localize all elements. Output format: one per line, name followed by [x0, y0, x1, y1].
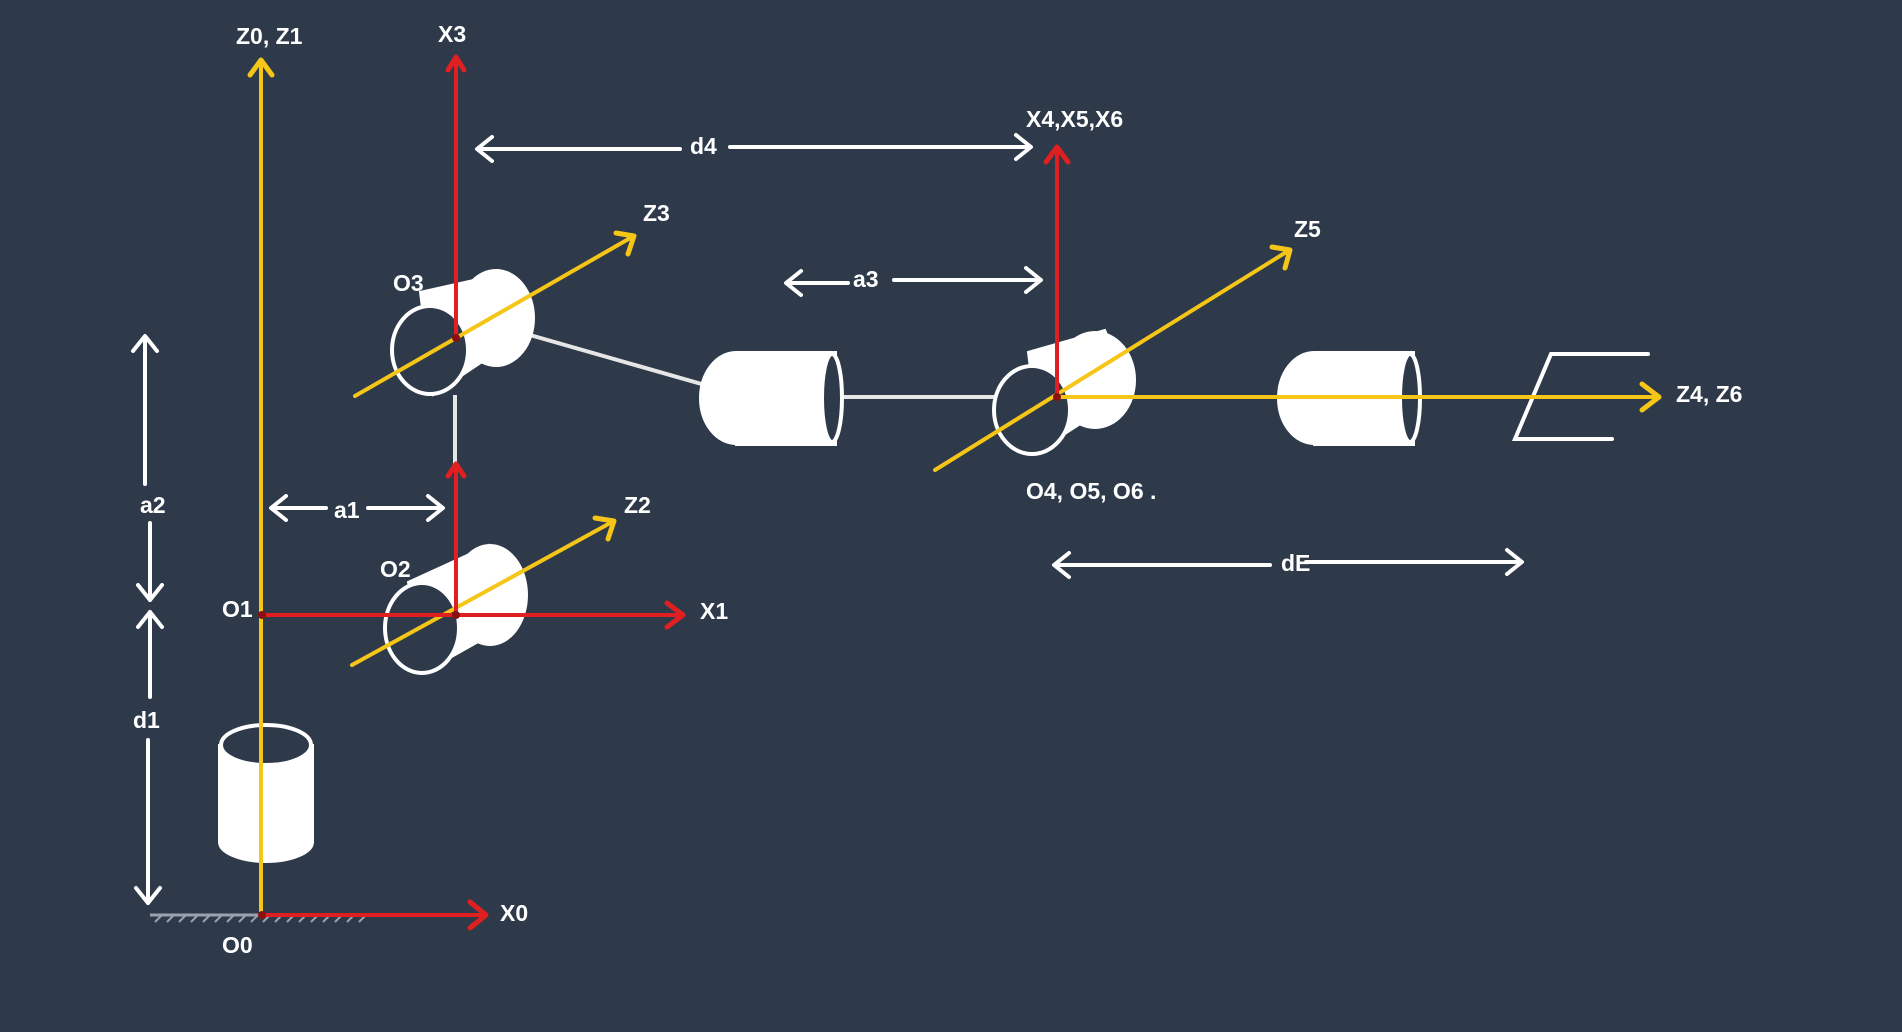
z3-axis — [353, 235, 634, 398]
origin-o3 — [452, 334, 460, 342]
label-z0-z1: Z0, Z1 — [236, 23, 303, 49]
dimension-d1 — [134, 610, 164, 905]
label-z3: Z3 — [643, 200, 670, 226]
wrist-cylinder — [992, 328, 1136, 456]
z5-axis — [933, 249, 1290, 472]
label-dE: dE — [1281, 550, 1310, 576]
dimension-dE — [1052, 548, 1524, 579]
label-z2: Z2 — [624, 492, 651, 518]
origin-o0 — [258, 911, 266, 919]
label-o4-o5-o6: O4, O5, O6 . — [1026, 478, 1156, 504]
label-a2: a2 — [140, 492, 166, 518]
dimension-a2 — [131, 334, 164, 602]
dimension-d4 — [475, 133, 1033, 163]
arm-links — [453, 333, 995, 465]
joint3-cylinder — [390, 269, 535, 397]
base-joint-cylinder — [218, 723, 314, 863]
label-z5: Z5 — [1294, 216, 1321, 242]
label-a1: a1 — [334, 497, 360, 523]
dimension-a1 — [269, 494, 445, 522]
label-o0: O0 — [222, 932, 253, 958]
label-o2: O2 — [380, 556, 411, 582]
x-axes — [259, 54, 1071, 931]
origin-o1 — [258, 611, 266, 619]
label-d1: d1 — [133, 707, 160, 733]
label-o1: O1 — [222, 596, 253, 622]
label-x3: X3 — [438, 21, 466, 47]
z2-axis — [350, 520, 614, 667]
label-o3: O3 — [393, 270, 424, 296]
origin-points — [258, 334, 1061, 919]
label-z4-z6: Z4, Z6 — [1676, 381, 1742, 407]
label-x1: X1 — [700, 598, 728, 624]
link3-cylinder — [699, 351, 844, 446]
label-x0: X0 — [500, 900, 528, 926]
label-x4-x5-x6: X4,X5,X6 — [1026, 106, 1123, 132]
origin-o2 — [452, 611, 460, 619]
dimension-a3 — [784, 266, 1043, 297]
label-d4: d4 — [690, 133, 717, 159]
z-axes — [247, 57, 1662, 917]
origin-o4-o5-o6 — [1053, 393, 1061, 401]
label-a3: a3 — [853, 266, 879, 292]
